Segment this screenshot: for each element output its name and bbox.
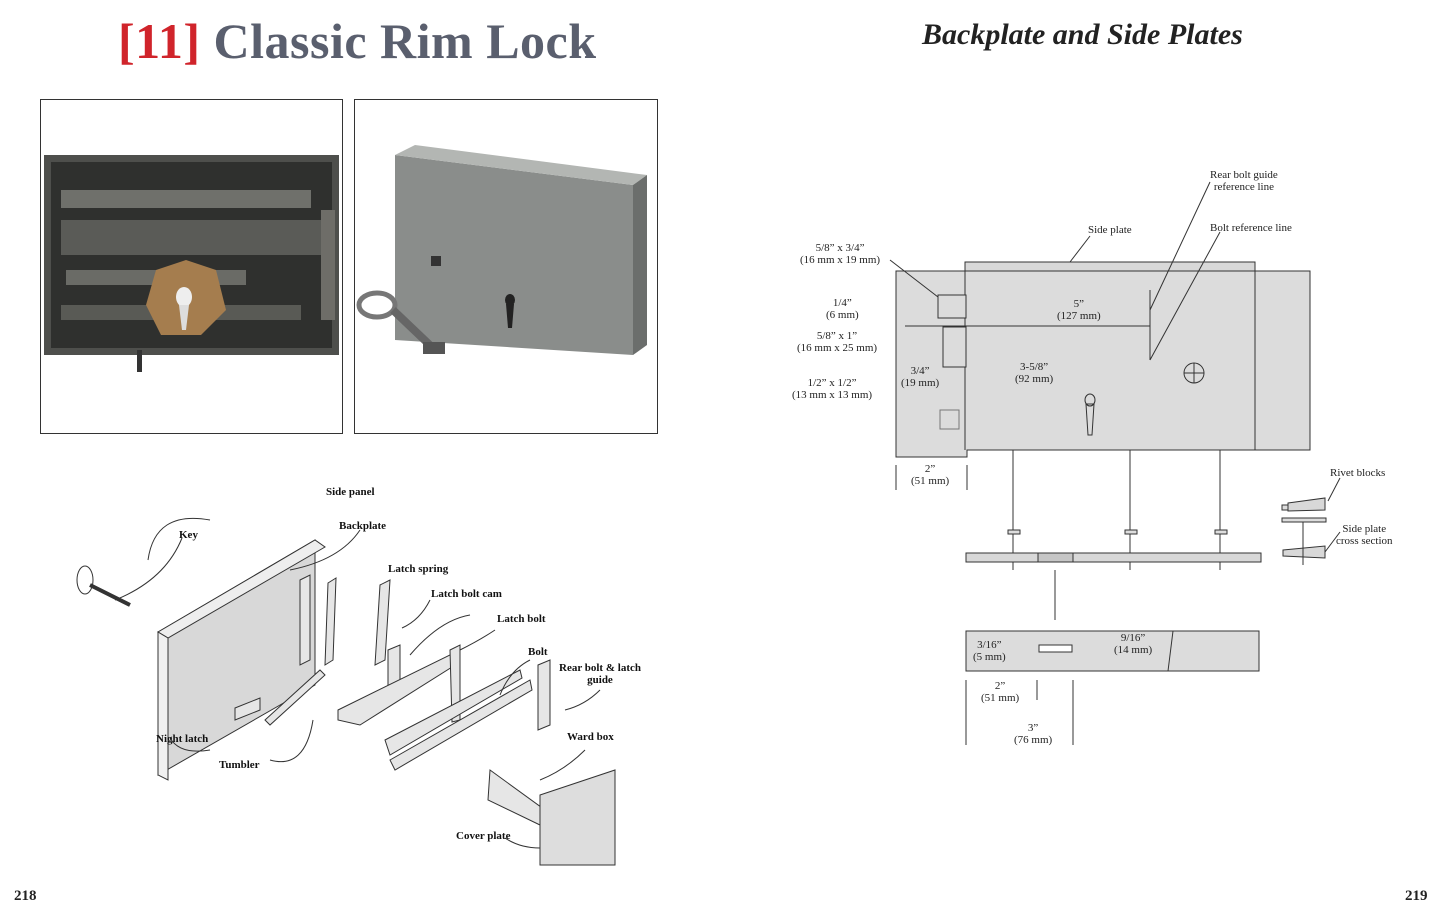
label-latch-spring: Latch spring bbox=[388, 563, 449, 575]
label-rear-bolt-line1: Rear bolt & latch bbox=[559, 662, 641, 674]
label-ward-box: Ward box bbox=[567, 731, 614, 743]
dim-3in: 3”(76 mm) bbox=[1014, 722, 1052, 746]
dim-text-in: 1/4” bbox=[832, 297, 852, 309]
dim-text-mm: (6 mm) bbox=[826, 309, 859, 321]
dim-text-in: 5/8” x 3/4” bbox=[815, 242, 865, 254]
dim-text-in: 3-5/8” bbox=[1020, 361, 1049, 373]
dim-text-mm: (76 mm) bbox=[1014, 734, 1053, 746]
label-side-plate-cross-line2: cross section bbox=[1336, 535, 1393, 547]
dim-text-in: 3” bbox=[1027, 722, 1039, 734]
label-side-plate-cross-line1: Side plate bbox=[1342, 523, 1387, 535]
dim-text-mm: (16 mm x 25 mm) bbox=[797, 342, 878, 354]
dim-2in-bottom: 2”(51 mm) bbox=[981, 680, 1019, 704]
dim-text-mm: (51 mm) bbox=[981, 692, 1020, 704]
dim-text-in: 1/2” x 1/2” bbox=[807, 377, 857, 389]
label-backplate: Backplate bbox=[339, 520, 387, 532]
chapter-number: [11] bbox=[118, 13, 201, 69]
section-title: Backplate and Side Plates bbox=[922, 18, 1243, 51]
dim-3-16: 3/16”(5 mm) bbox=[973, 639, 1006, 663]
dim-text-in: 5/8” x 1” bbox=[816, 330, 858, 342]
label-tumbler: Tumbler bbox=[219, 759, 260, 771]
label-latch-bolt: Latch bolt bbox=[497, 613, 546, 625]
dim-text-in: 5” bbox=[1073, 298, 1085, 310]
dim-1-2x1-2: 1/2” x 1/2”(13 mm x 13 mm) bbox=[792, 377, 872, 401]
label-cover-plate: Cover plate bbox=[456, 830, 511, 842]
label-rear-bolt-guide-line1: Rear bolt guide bbox=[1210, 169, 1278, 181]
label-rear-bolt-latch-guide: Rear bolt & latch guide bbox=[559, 662, 641, 686]
dim-text-mm: (127 mm) bbox=[1057, 310, 1101, 322]
open-lock-illustration bbox=[44, 155, 339, 372]
dim-5-8x1: 5/8” x 1”(16 mm x 25 mm) bbox=[797, 330, 877, 354]
photo-open-lock bbox=[40, 99, 343, 434]
dim-text-in: 3/16” bbox=[977, 639, 1002, 651]
label-side-plate: Side plate bbox=[1088, 224, 1132, 236]
dim-text-mm: (13 mm x 13 mm) bbox=[792, 389, 873, 401]
dim-text-in: 2” bbox=[924, 463, 936, 475]
page-number-left: 218 bbox=[14, 888, 37, 904]
dim-9-16: 9/16”(14 mm) bbox=[1114, 632, 1152, 656]
dim-1-4: 1/4”(6 mm) bbox=[826, 297, 859, 321]
label-rear-bolt-line2: guide bbox=[587, 674, 613, 686]
label-side-panel: Side panel bbox=[326, 486, 375, 498]
page-number-right: 219 bbox=[1405, 888, 1428, 904]
dim-text-mm: (16 mm x 19 mm) bbox=[800, 254, 881, 266]
exploded-lock-diagram bbox=[76, 517, 616, 866]
label-night-latch: Night latch bbox=[156, 733, 209, 745]
label-latch-bolt-cam: Latch bolt cam bbox=[431, 588, 502, 600]
backplate-body bbox=[895, 270, 1311, 458]
chapter-title-text: Classic Rim Lock bbox=[213, 13, 597, 69]
dim-text-in: 9/16” bbox=[1120, 632, 1146, 644]
dim-text-mm: (5 mm) bbox=[973, 651, 1006, 663]
closed-lock-illustration bbox=[356, 145, 647, 355]
dim-3-4: 3/4”(19 mm) bbox=[901, 365, 939, 389]
dim-text-mm: (14 mm) bbox=[1114, 644, 1153, 656]
label-key: Key bbox=[179, 529, 198, 541]
dim-text-mm: (92 mm) bbox=[1015, 373, 1054, 385]
chapter-title: [11] Classic Rim Lock bbox=[118, 12, 597, 70]
dim-text-mm: (19 mm) bbox=[901, 377, 940, 389]
label-rear-bolt-guide-line2: reference line bbox=[1213, 181, 1274, 193]
label-rear-bolt-guide: Rear bolt guide reference line bbox=[1210, 169, 1278, 193]
photo-closed-lock bbox=[354, 99, 658, 434]
backplate-technical-drawing bbox=[889, 181, 1341, 745]
dim-2in-top: 2”(51 mm) bbox=[911, 463, 949, 487]
label-bolt: Bolt bbox=[528, 646, 548, 658]
label-side-plate-cross-section: Side plate cross section bbox=[1336, 523, 1393, 547]
dim-3-5-8: 3-5/8”(92 mm) bbox=[1015, 361, 1053, 385]
side-plate-top bbox=[964, 261, 1256, 272]
dim-text-in: 2” bbox=[994, 680, 1006, 692]
label-bolt-reference-line: Bolt reference line bbox=[1210, 222, 1292, 234]
label-rivet-blocks: Rivet blocks bbox=[1330, 467, 1386, 479]
dim-text-in: 3/4” bbox=[910, 365, 930, 377]
dim-5-8x3-4: 5/8” x 3/4”(16 mm x 19 mm) bbox=[800, 242, 880, 266]
dim-text-mm: (51 mm) bbox=[911, 475, 950, 487]
dim-5in: 5”(127 mm) bbox=[1057, 298, 1101, 322]
